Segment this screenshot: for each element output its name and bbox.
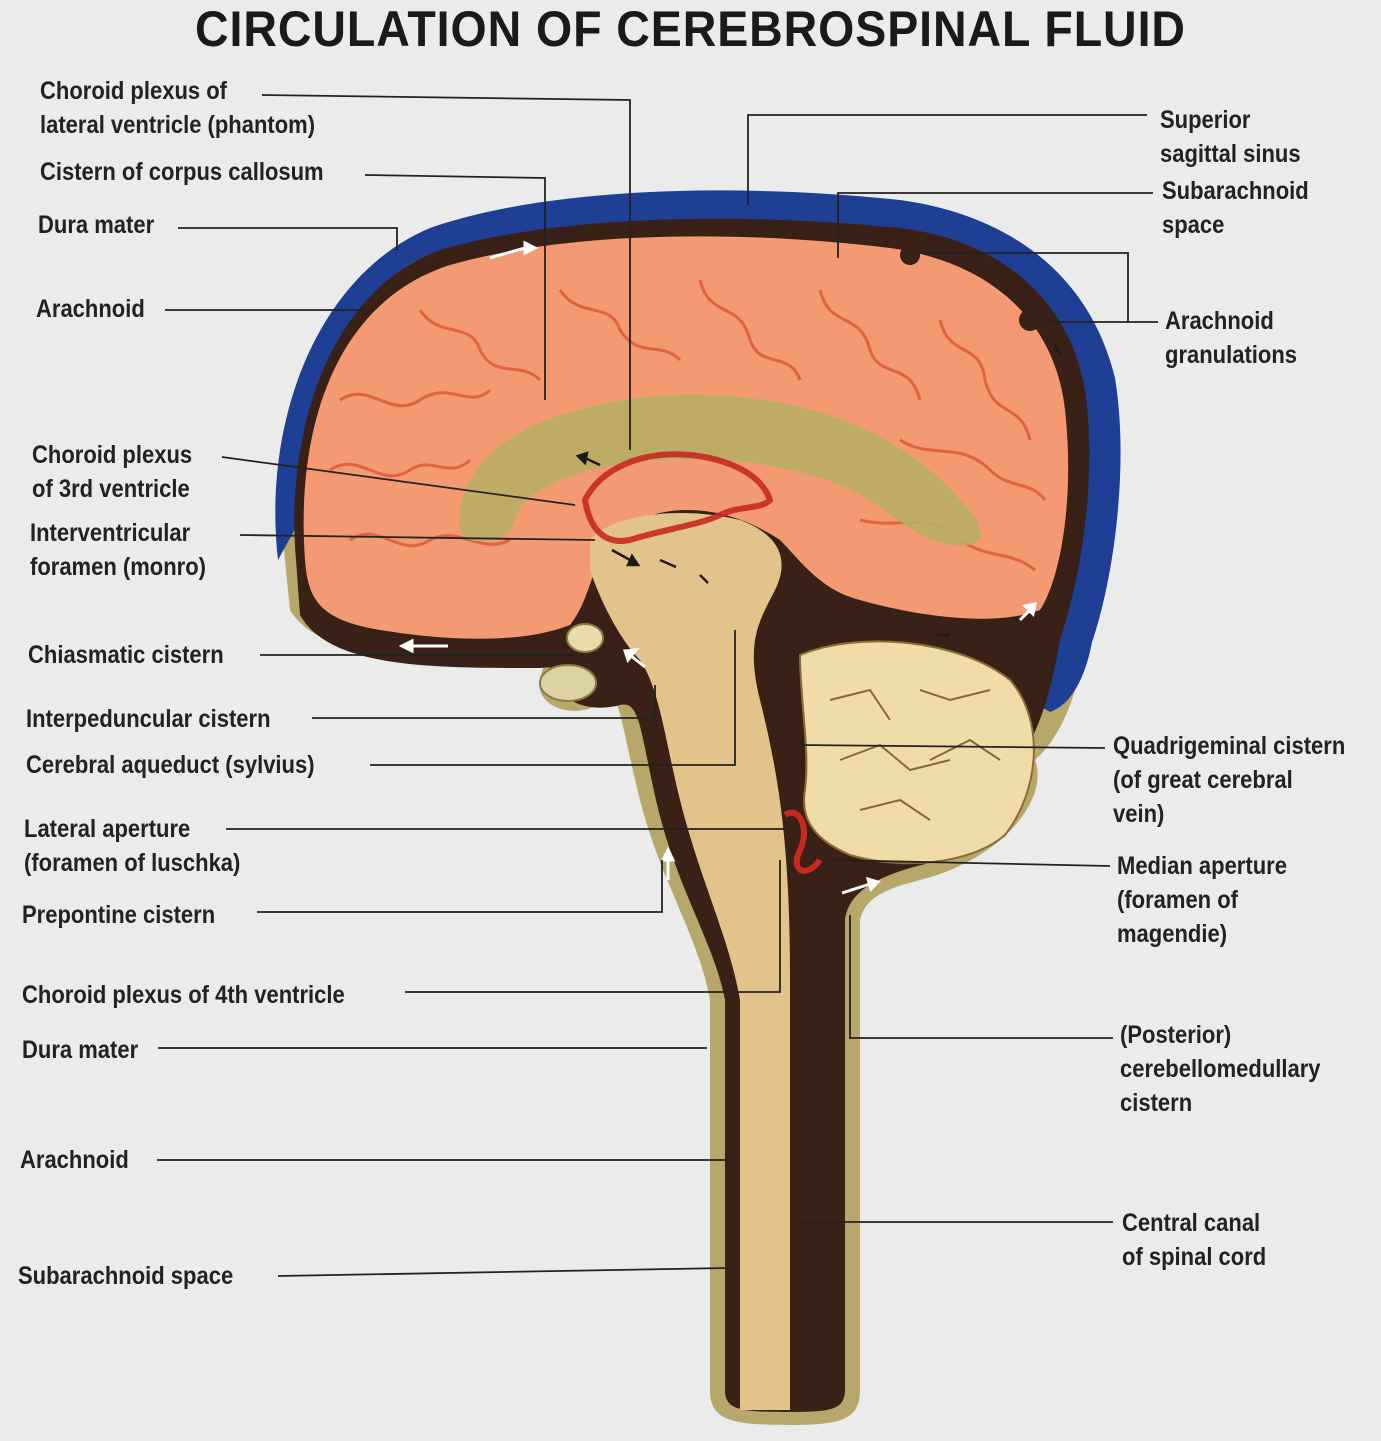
label-choroid-3rd: Choroid plexus of 3rd ventricle [32,441,193,503]
label-cerebellomedullary: (Posterior) cerebellomedullary cistern [1120,1021,1321,1117]
label-granulations: Arachnoid granulations [1165,307,1298,369]
label-quadrigeminal: Quadrigeminal cistern (of great cerebral… [1113,732,1346,828]
label-median-aperture: Median aperture (foramen of magendie) [1117,852,1287,948]
label-prepontine: Prepontine cistern [22,901,216,929]
white-flow-arrow-icon [398,240,1037,895]
cerebellum [798,640,1035,865]
arachnoid-granulation-2 [1019,309,1041,331]
brainstem [590,512,790,1410]
label-lateral-aperture: Lateral aperture (foramen of luschka) [24,815,241,877]
label-cistern-callosum: Cistern of corpus callosum [40,158,324,186]
choroid-plexus-3rd [581,451,774,544]
label-chiasmatic: Chiasmatic cistern [28,641,224,669]
label-arachnoid-top: Arachnoid [36,295,145,323]
cerebral-gyri [329,279,1047,572]
label-subarachnoid-top: Subarachnoid space [1162,177,1309,239]
label-arachnoid-bottom: Arachnoid [20,1146,129,1174]
leader-lines [157,94,1158,1277]
optic-chiasm [566,623,604,653]
label-choroid-lateral: Choroid plexus of lateral ventricle (pha… [40,77,316,139]
corpus-callosum [459,394,981,546]
label-sagittal-sinus: Superior sagittal sinus [1160,106,1301,168]
diagram-title: CIRCULATION OF CEREBROSPINAL FLUID [195,1,1186,57]
arachnoid-granulation-1 [900,245,920,265]
label-dura-top: Dura mater [38,211,155,239]
pituitary [539,664,597,702]
label-dura-bottom: Dura mater [22,1036,139,1064]
label-subarachnoid-bottom: Subarachnoid space [18,1262,234,1290]
label-choroid-4th: Choroid plexus of 4th ventricle [22,981,345,1009]
black-flow-arrow-icon [575,344,1062,637]
cerebellar-folia [829,688,1001,821]
label-aqueduct: Cerebral aqueduct (sylvius) [26,751,315,779]
label-central-canal: Central canal of spinal cord [1122,1209,1267,1271]
label-foramen-monro: Interventricular foramen (monro) [30,519,206,581]
choroid-plexus-4th [783,809,823,874]
label-interpeduncular: Interpeduncular cistern [26,705,271,733]
